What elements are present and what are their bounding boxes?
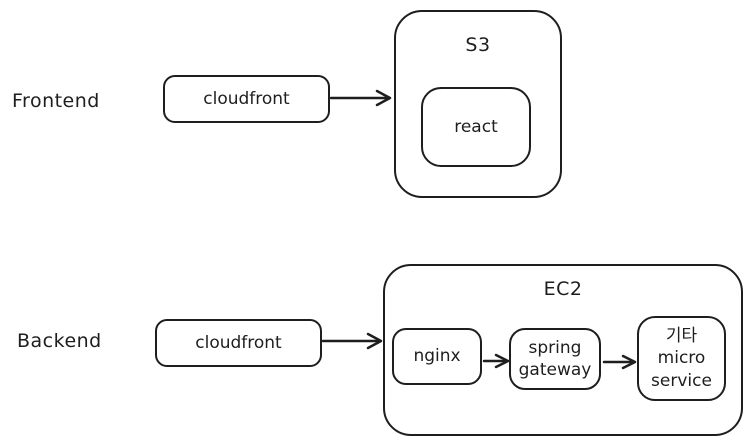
backend-row-label: Backend <box>17 330 102 352</box>
backend-cloudfront-label: cloudfront <box>195 332 282 353</box>
backend-ec2-container[interactable]: EC2 nginx spring gateway 기타 micro servic… <box>383 264 743 436</box>
frontend-row-label: Frontend <box>12 90 100 112</box>
frontend-s3-label: S3 <box>465 34 491 56</box>
backend-nginx-node[interactable]: nginx <box>392 328 482 385</box>
backend-nginx-label: nginx <box>413 346 461 367</box>
backend-misc-service-label: 기타 micro service <box>651 326 712 391</box>
backend-spring-gateway-label: spring gateway <box>518 337 592 380</box>
backend-ec2-label: EC2 <box>543 278 583 300</box>
frontend-react-label: react <box>454 116 498 137</box>
backend-cloudfront-node[interactable]: cloudfront <box>155 319 322 367</box>
frontend-cloudfront-node[interactable]: cloudfront <box>163 75 330 123</box>
arrow-frontend-cloudfront-to-s3 <box>329 89 392 107</box>
frontend-s3-container[interactable]: S3 react <box>394 10 562 198</box>
backend-misc-service-node[interactable]: 기타 micro service <box>637 316 726 401</box>
arrow-backend-cloudfront-to-ec2 <box>321 332 383 350</box>
frontend-cloudfront-label: cloudfront <box>203 88 290 109</box>
frontend-react-node[interactable]: react <box>421 87 531 167</box>
backend-spring-gateway-node[interactable]: spring gateway <box>509 328 601 390</box>
